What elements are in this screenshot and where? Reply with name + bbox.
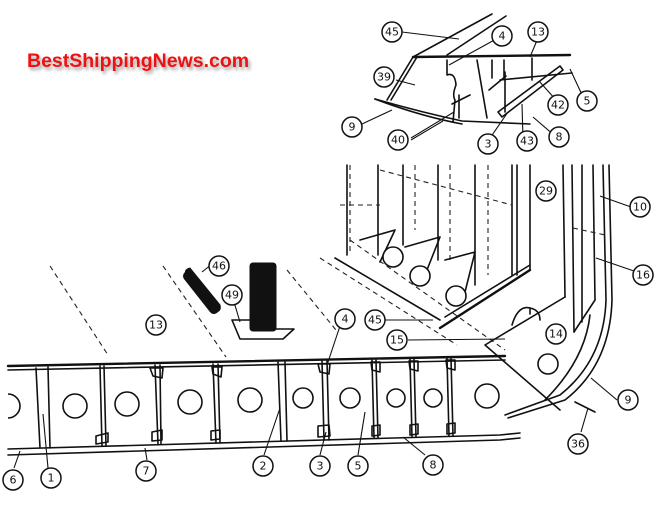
callout-4-top: 4 [491, 25, 513, 47]
svg-text:10: 10 [633, 201, 647, 214]
callout-6: 6 [2, 469, 24, 491]
callout-42: 42 [547, 94, 569, 116]
double-bottom-girder [6, 319, 521, 469]
svg-text:9: 9 [349, 121, 356, 134]
svg-text:42: 42 [551, 99, 565, 112]
svg-text:16: 16 [636, 269, 650, 282]
callout-10: 10 [629, 196, 651, 218]
callout-45-top: 45 [381, 21, 403, 43]
svg-text:7: 7 [143, 465, 150, 478]
bulkhead-structure [334, 164, 638, 433]
svg-text:5: 5 [355, 460, 362, 473]
svg-text:4: 4 [499, 30, 506, 43]
callout-49: 49 [221, 284, 243, 306]
callout-40: 40 [387, 129, 409, 151]
callout-46: 46 [208, 255, 230, 277]
callout-9-right: 9 [617, 389, 639, 411]
callout-2: 2 [252, 455, 274, 477]
svg-text:45: 45 [368, 314, 382, 327]
callout-5-top: 5 [576, 90, 598, 112]
callout-7: 7 [135, 460, 157, 482]
svg-text:8: 8 [430, 459, 437, 472]
callout-9-top: 9 [341, 116, 363, 138]
svg-text:29: 29 [539, 185, 553, 198]
svg-text:6: 6 [10, 474, 17, 487]
watermark-text: BestShippingNews.com [27, 50, 250, 72]
callout-1: 1 [40, 467, 62, 489]
callout-4-mid: 4 [334, 308, 356, 330]
callout-3-top: 3 [477, 133, 499, 155]
svg-text:36: 36 [571, 438, 585, 451]
callout-labels: 45 4 13 39 9 40 3 43 42 5 8 29 10 16 46 … [2, 21, 654, 491]
svg-text:13: 13 [531, 26, 545, 39]
svg-text:14: 14 [549, 328, 563, 341]
svg-text:45: 45 [385, 26, 399, 39]
svg-text:1: 1 [48, 472, 55, 485]
callout-5-bot: 5 [347, 455, 369, 477]
pipe-and-sounding-pipe [183, 262, 295, 340]
svg-text:15: 15 [390, 334, 404, 347]
svg-text:2: 2 [260, 460, 267, 473]
callout-45-mid: 45 [364, 309, 386, 331]
inset-detail [361, 13, 585, 142]
callout-39: 39 [373, 66, 395, 88]
callout-8-top: 8 [548, 126, 570, 148]
callout-13-top: 13 [527, 21, 549, 43]
svg-text:3: 3 [485, 138, 492, 151]
callout-15: 15 [386, 329, 408, 351]
svg-text:39: 39 [377, 71, 391, 84]
callout-8-bot: 8 [422, 454, 444, 476]
callout-36: 36 [567, 433, 589, 455]
svg-text:5: 5 [584, 95, 591, 108]
svg-text:13: 13 [149, 319, 163, 332]
svg-text:46: 46 [212, 260, 226, 273]
callout-29: 29 [535, 180, 557, 202]
callout-3-bot: 3 [309, 455, 331, 477]
svg-text:9: 9 [625, 394, 632, 407]
callout-14: 14 [545, 323, 567, 345]
svg-text:40: 40 [391, 134, 405, 147]
svg-text:4: 4 [342, 313, 349, 326]
svg-text:8: 8 [556, 131, 563, 144]
tank-top-plating [49, 239, 506, 358]
callout-16: 16 [632, 264, 654, 286]
svg-text:43: 43 [520, 135, 534, 148]
callout-13-mid: 13 [145, 314, 167, 336]
svg-text:49: 49 [225, 289, 239, 302]
callout-43: 43 [516, 130, 538, 152]
svg-text:3: 3 [317, 460, 324, 473]
